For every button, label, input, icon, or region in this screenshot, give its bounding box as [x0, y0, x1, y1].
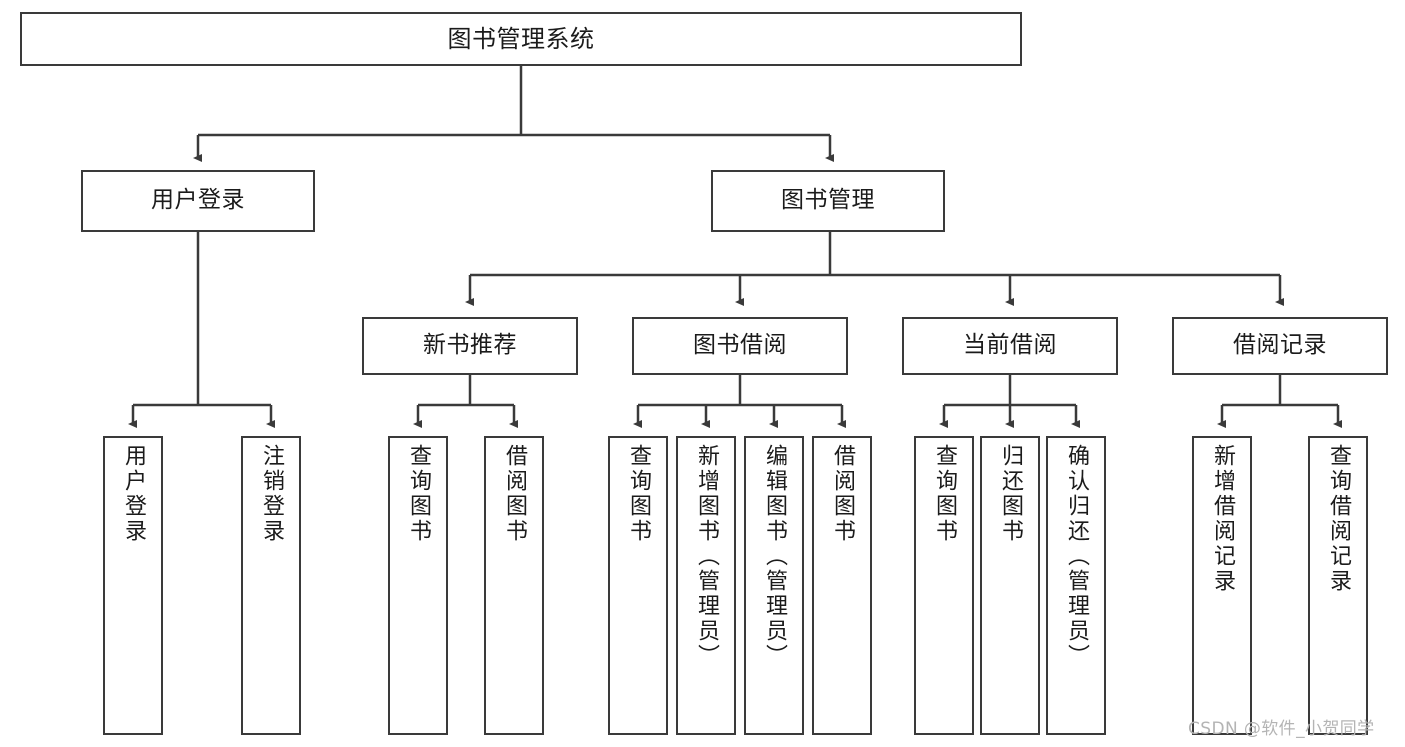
node-leaf-confirm-return-admin[interactable]: 确认归还（管理员） [1046, 436, 1106, 735]
node-label: 用户登录 [151, 187, 245, 214]
node-label: 新增图书（管理员） [694, 444, 719, 669]
node-leaf-return-book[interactable]: 归还图书 [980, 436, 1040, 735]
node-label: 当前借阅 [963, 332, 1057, 359]
node-label: 借阅图书 [830, 444, 855, 544]
node-leaf-user-login[interactable]: 用户登录 [103, 436, 163, 735]
node-leaf-query-book-recommend[interactable]: 查询图书 [388, 436, 448, 735]
node-label: 借阅记录 [1233, 332, 1327, 359]
node-leaf-query-book-borrow[interactable]: 查询图书 [608, 436, 668, 735]
node-current-borrow[interactable]: 当前借阅 [902, 317, 1118, 375]
node-book-borrow[interactable]: 图书借阅 [632, 317, 848, 375]
node-label: 图书管理 [781, 187, 875, 214]
node-leaf-borrow-book-recommend[interactable]: 借阅图书 [484, 436, 544, 735]
node-label: 归还图书 [998, 444, 1023, 544]
node-label: 查询图书 [406, 444, 431, 544]
node-label: 注销登录 [259, 444, 284, 544]
node-label: 用户登录 [121, 444, 146, 544]
node-label: 编辑图书（管理员） [762, 444, 787, 669]
watermark: CSDN @软件_小贺同学 [1188, 719, 1375, 739]
node-label: 查询借阅记录 [1326, 444, 1351, 594]
node-label: 确认归还（管理员） [1064, 444, 1089, 669]
node-book-management[interactable]: 图书管理 [711, 170, 945, 232]
node-new-book-recommend[interactable]: 新书推荐 [362, 317, 578, 375]
node-leaf-logout[interactable]: 注销登录 [241, 436, 301, 735]
node-label: 新书推荐 [423, 332, 517, 359]
node-leaf-query-book-current[interactable]: 查询图书 [914, 436, 974, 735]
node-label: 图书借阅 [693, 332, 787, 359]
node-label: 查询图书 [932, 444, 957, 544]
node-label: 借阅图书 [502, 444, 527, 544]
node-label: 查询图书 [626, 444, 651, 544]
node-leaf-query-borrow-record[interactable]: 查询借阅记录 [1308, 436, 1368, 735]
node-borrow-record[interactable]: 借阅记录 [1172, 317, 1388, 375]
node-root-system[interactable]: 图书管理系统 [20, 12, 1022, 66]
node-leaf-borrow-book[interactable]: 借阅图书 [812, 436, 872, 735]
node-label: 新增借阅记录 [1210, 444, 1235, 594]
node-label: 图书管理系统 [447, 24, 595, 53]
node-user-login[interactable]: 用户登录 [81, 170, 315, 232]
node-leaf-add-book-admin[interactable]: 新增图书（管理员） [676, 436, 736, 735]
node-leaf-add-borrow-record[interactable]: 新增借阅记录 [1192, 436, 1252, 735]
node-leaf-edit-book-admin[interactable]: 编辑图书（管理员） [744, 436, 804, 735]
